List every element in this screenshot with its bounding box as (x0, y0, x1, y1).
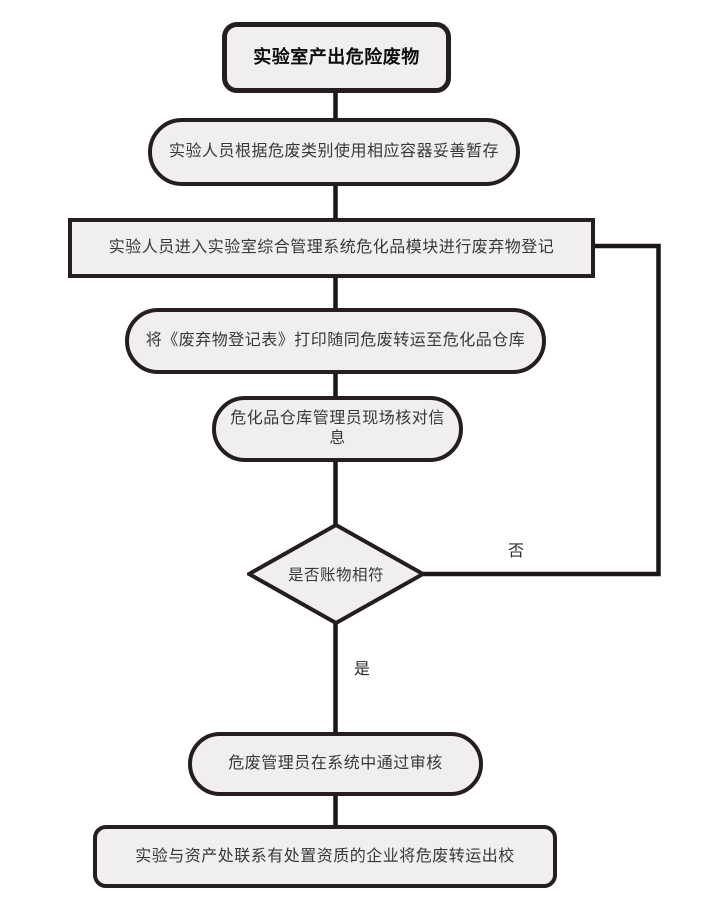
node-end-transfer-out-label: 实验与资产处联系有处置资质的企业将危废转运出校 (135, 847, 515, 865)
connector-feedback-no (420, 243, 661, 577)
node-print-transfer: 将《废弃物登记表》打印随同危废转运至危化品仓库 (125, 308, 546, 374)
edge-label-no: 否 (506, 543, 527, 561)
edge-label-yes: 是 (352, 661, 373, 679)
node-start-label: 实验室产出危险废物 (253, 47, 420, 68)
decision-diamond-shape (247, 523, 425, 625)
node-warehouse-check: 危化品仓库管理员现场核对信息 (212, 396, 463, 462)
node-system-registration: 实验人员进入实验室综合管理系统危化品模块进行废弃物登记 (68, 218, 595, 278)
node-system-registration-label: 实验人员进入实验室综合管理系统危化品模块进行废弃物登记 (108, 239, 555, 256)
node-decision-match-label: 是否账物相符 (287, 567, 384, 584)
node-manager-approval-label: 危废管理员在系统中通过审核 (228, 755, 443, 772)
node-temp-storage-label: 实验人员根据危废类别使用相应容器妥善暂存 (168, 143, 499, 160)
node-end-transfer-out: 实验与资产处联系有处置资质的企业将危废转运出校 (93, 825, 557, 888)
node-start: 实验室产出危险废物 (222, 22, 451, 93)
node-warehouse-check-label: 危化品仓库管理员现场核对信息 (230, 410, 445, 447)
node-decision-match: 是否账物相符 (247, 523, 425, 625)
node-manager-approval: 危废管理员在系统中通过审核 (188, 732, 483, 796)
node-temp-storage: 实验人员根据危废类别使用相应容器妥善暂存 (148, 118, 520, 186)
node-print-transfer-label: 将《废弃物登记表》打印随同危废转运至危化品仓库 (145, 332, 526, 349)
